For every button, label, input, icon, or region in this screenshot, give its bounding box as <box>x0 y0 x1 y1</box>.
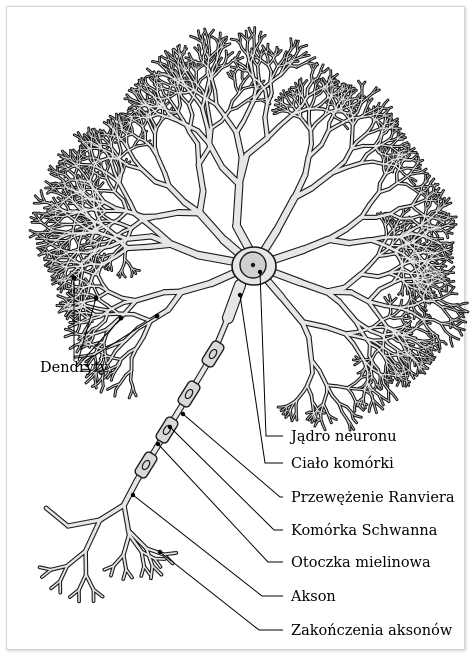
dendrite <box>209 144 222 167</box>
dendrite <box>212 69 213 78</box>
dendrite <box>247 138 268 155</box>
dendrite <box>258 66 259 75</box>
dendrite <box>224 115 237 133</box>
dendrite <box>315 109 323 110</box>
dendrite <box>142 169 155 181</box>
dendrite <box>215 91 216 105</box>
dendrite <box>237 184 240 226</box>
dendrite <box>197 63 204 64</box>
dendrite <box>200 213 224 240</box>
dendrite <box>247 41 248 49</box>
dendrite <box>332 112 341 113</box>
dendrite <box>270 81 271 93</box>
dendrite <box>306 109 314 110</box>
dendrite <box>279 114 293 126</box>
dendrite <box>169 186 184 202</box>
dendrite <box>124 259 125 263</box>
dendrite <box>236 133 241 158</box>
